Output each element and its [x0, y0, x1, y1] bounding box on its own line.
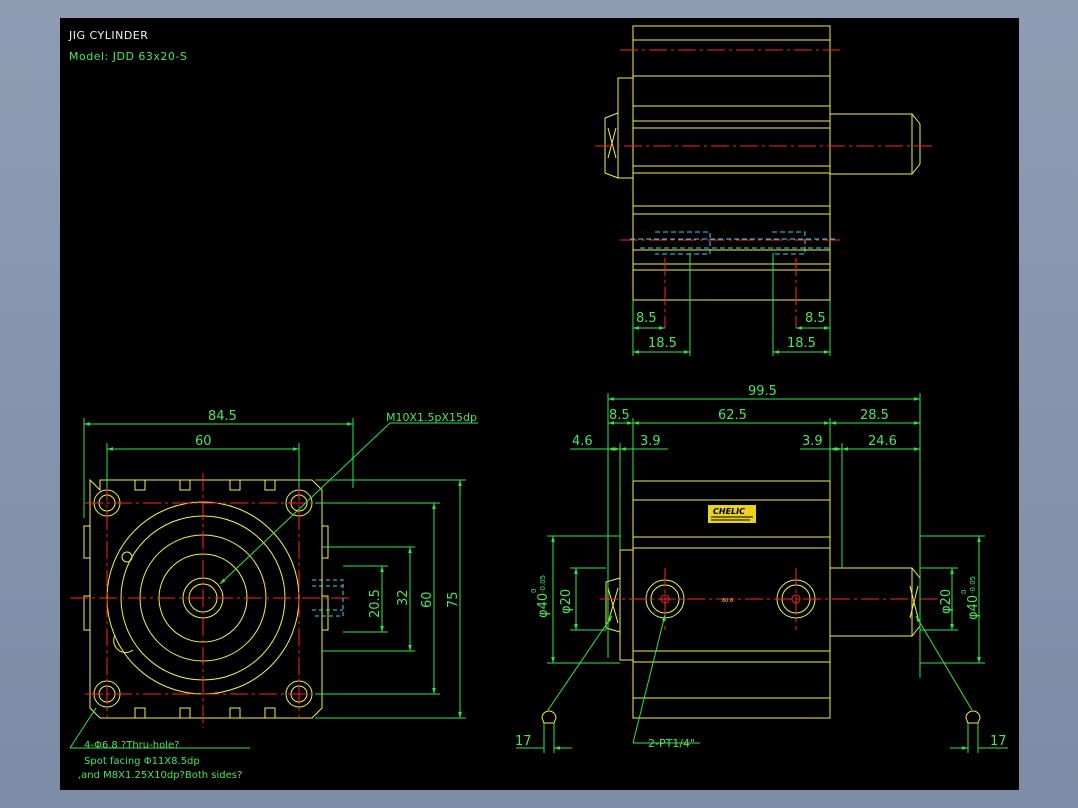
drawing-title: JIG CYLINDER: [69, 29, 149, 42]
top-dim-8-5-left: 8.5: [636, 311, 657, 326]
port-note: 2-PT1/4": [648, 737, 695, 750]
front-rod: [830, 567, 921, 637]
top-dim-8-5-right: 8.5: [805, 311, 826, 326]
front-dim-99-5: 99.5: [748, 384, 777, 399]
left-view: 84.5 60 M10X1.5pX15dp 75 60 32 20.5 4-Φ6…: [69, 409, 478, 781]
end-dim-32: 32: [396, 589, 411, 606]
end-dim-60: 60: [195, 434, 212, 449]
cad-drawing-frame: JIG CYLINDER Model: JDD 63x20-S: [60, 18, 1019, 790]
front-center-lines: [600, 568, 940, 630]
front-dim-17-right: 17: [990, 734, 1007, 749]
end-dimensions: [69, 418, 478, 749]
front-dia20-right: φ20: [939, 589, 954, 614]
end-center-lines: [70, 473, 350, 728]
end-dim-75: 75: [446, 591, 461, 608]
front-dim-28-5: 28.5: [860, 408, 889, 423]
tol-lower-left: -0.05: [539, 575, 547, 593]
top-left-cap: [617, 77, 634, 179]
center-mark: 80.6: [722, 598, 733, 604]
top-body-outline: [632, 25, 831, 301]
tol-lower-right: -0.05: [969, 576, 977, 594]
tol-upper-right: 0: [960, 590, 968, 594]
front-dia40-left: φ40: [536, 593, 551, 618]
brand-text: CHELIC: [713, 507, 745, 516]
drawing-model: Model: JDD 63x20-S: [69, 50, 188, 63]
thread-callout: M10X1.5pX15dp: [386, 411, 477, 424]
hole-note-2: Spot facing Φ11X8.5dp: [84, 756, 200, 767]
front-dia40-right: φ40: [966, 595, 981, 620]
front-dim-24-6: 24.6: [868, 434, 897, 449]
top-dim-18-5-right: 18.5: [787, 336, 816, 351]
top-center-lines: [595, 49, 932, 328]
top-rod: [830, 113, 921, 175]
end-dim-20-5: 20.5: [368, 589, 383, 618]
end-face-outline: [89, 478, 323, 719]
brand-label: CHELIC: [708, 505, 756, 523]
front-dim-3-9-right: 3.9: [802, 434, 823, 449]
rod-end-symbols: [541, 710, 981, 724]
top-dim-18-5-left: 18.5: [648, 336, 677, 351]
front-dim-8-5: 8.5: [609, 408, 630, 423]
top-view: 8.5 8.5 18.5 18.5: [595, 25, 932, 356]
front-dim-62-5: 62.5: [718, 408, 747, 423]
front-dia20-left: φ20: [559, 589, 574, 614]
top-hidden-lines: [630, 231, 835, 255]
front-left-cap: [619, 549, 634, 661]
end-dim-84-5: 84.5: [208, 409, 237, 424]
top-dimensions: [632, 253, 831, 356]
tol-upper-left: 0: [530, 589, 538, 593]
drawing-canvas: 8.5 8.5 18.5 18.5: [69, 25, 1008, 781]
front-dim-17-left: 17: [515, 734, 532, 749]
front-dim-3-9-left: 3.9: [640, 434, 661, 449]
end-dim-60-v: 60: [420, 591, 435, 608]
front-view: CHELIC 80.6: [515, 384, 1008, 753]
hole-note-3: ,and M8X1.25X10dp?Both sides?: [78, 770, 242, 781]
front-dimensions: [516, 393, 1008, 753]
front-dim-4-6: 4.6: [572, 434, 593, 449]
hole-note-1: 4-Φ6.8 ?Thru-hole?: [84, 740, 179, 751]
